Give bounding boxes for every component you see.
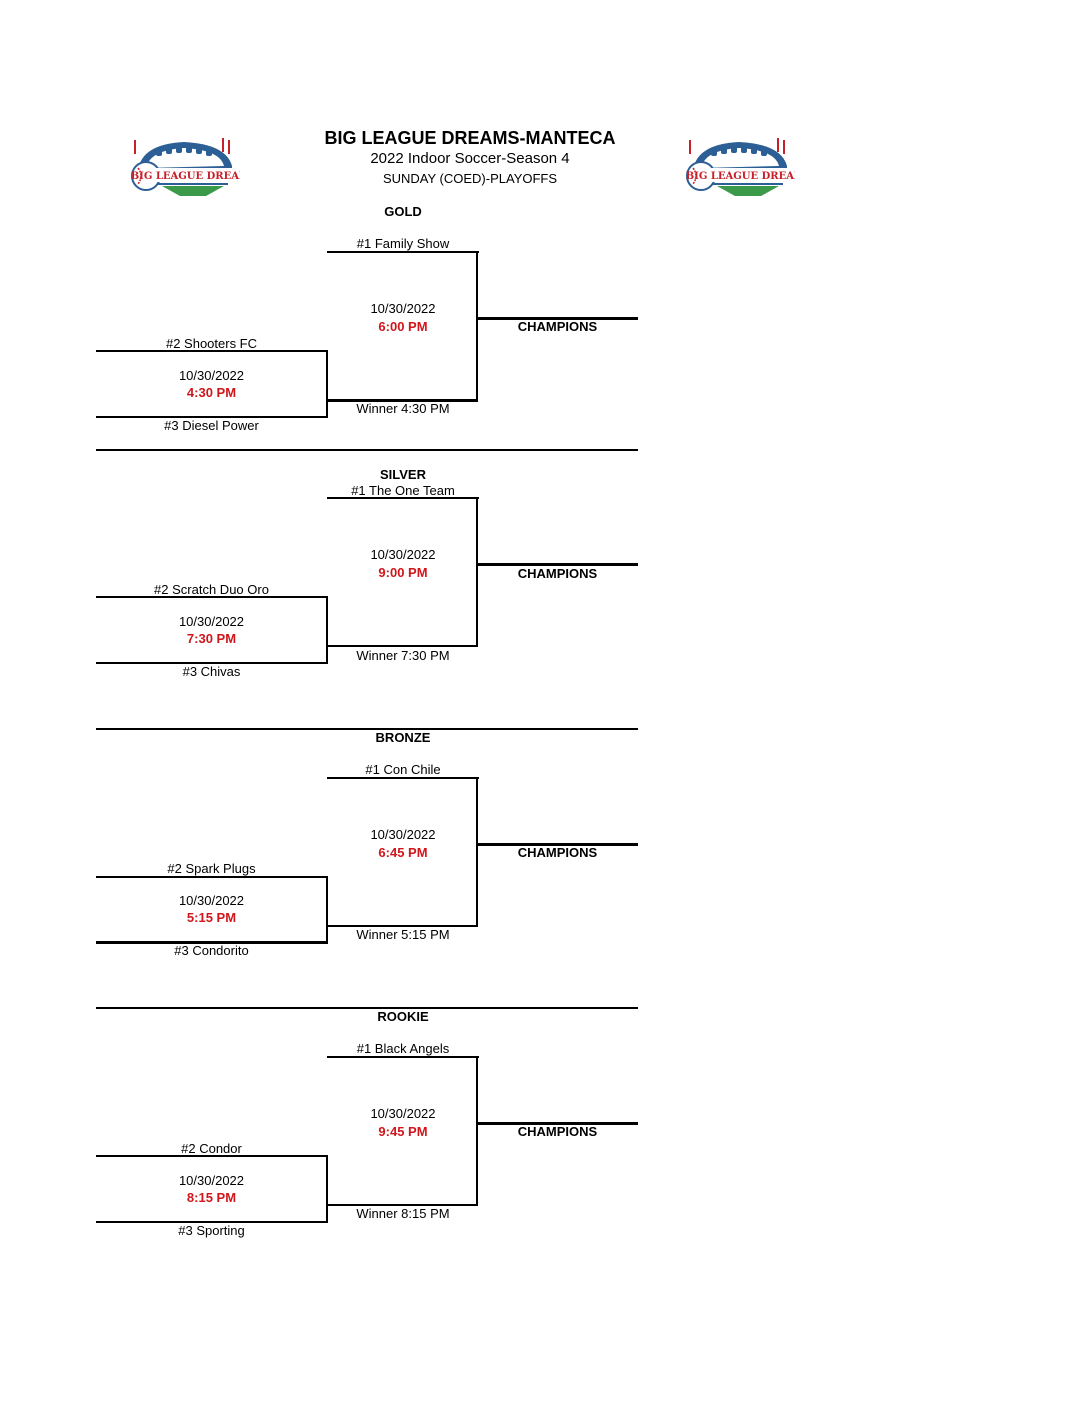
- bracket-line: [96, 1155, 328, 1157]
- bracket-line: [326, 596, 328, 663]
- bracket-line: [327, 497, 479, 499]
- seed1-team: #1 Black Angels: [356, 1041, 450, 1056]
- winner-line: [327, 399, 478, 402]
- bracket-line: [96, 941, 328, 944]
- bracket-line: [476, 497, 478, 647]
- big-league-dreams-logo-right: BIG LEAGUE DREAMS: [683, 134, 812, 200]
- semi-time: 7:30 PM: [186, 631, 237, 646]
- bracket-line: [96, 876, 328, 878]
- final-date: 10/30/2022: [370, 827, 436, 842]
- champion-line: [477, 563, 638, 566]
- seed2-team: #2 Condor: [181, 1141, 242, 1156]
- seed3-team: #3 Sporting: [178, 1223, 245, 1238]
- seed1-team: #1 Con Chile: [365, 762, 441, 777]
- page-title: BIG LEAGUE DREAMS-MANTECA: [324, 128, 616, 148]
- seed1-team: #1 The One Team: [351, 483, 455, 498]
- semi-date: 10/30/2022: [178, 368, 245, 383]
- final-time: 6:45 PM: [378, 845, 428, 860]
- final-date: 10/30/2022: [370, 301, 436, 316]
- champions-label: CHAMPIONS: [517, 319, 598, 334]
- bracket-line: [326, 1155, 328, 1222]
- semi-date: 10/30/2022: [178, 614, 245, 629]
- bracket-line: [96, 350, 328, 352]
- winner-line: [327, 645, 478, 647]
- winner-label: Winner 7:30 PM: [356, 648, 450, 663]
- seed3-team: #3 Diesel Power: [164, 418, 259, 433]
- seed2-team: #2 Spark Plugs: [167, 861, 256, 876]
- semi-time: 5:15 PM: [186, 910, 237, 925]
- bracket-rookie: ROOKIE #1 Black Angels CHAMPIONS 10/30/2…: [0, 1009, 1088, 1297]
- seed2-team: #2 Shooters FC: [165, 336, 258, 351]
- winner-label: Winner 5:15 PM: [356, 927, 450, 942]
- bracket-line: [96, 596, 328, 598]
- final-time: 6:00 PM: [378, 319, 428, 334]
- final-date: 10/30/2022: [370, 1106, 436, 1121]
- bracket-line: [476, 251, 478, 401]
- final-time: 9:00 PM: [378, 565, 428, 580]
- bracket-line: [327, 251, 479, 253]
- semi-date: 10/30/2022: [178, 893, 245, 908]
- bracket-silver: SILVER #1 The One Team CHAMPIONS 10/30/2…: [0, 467, 1088, 738]
- champion-line: [477, 317, 638, 320]
- separator-line: [96, 1007, 638, 1009]
- winner-label: Winner 4:30 PM: [356, 401, 450, 416]
- bracket-line: [96, 662, 328, 664]
- seed2-team: #2 Scratch Duo Oro: [154, 582, 269, 597]
- bracket-gold: GOLD #1 Family Show CHAMPIONS 10/30/2022…: [0, 204, 1088, 492]
- big-league-dreams-logo-left: BIG LEAGUE DREAMS: [128, 134, 257, 200]
- division-label: SUNDAY (COED)-PLAYOFFS: [382, 171, 558, 186]
- bracket-title: GOLD: [384, 204, 422, 219]
- champion-line: [477, 1122, 638, 1125]
- bracket-line: [96, 416, 328, 418]
- champions-label: CHAMPIONS: [517, 1124, 598, 1139]
- svg-text:BIG LEAGUE DREAMS: BIG LEAGUE DREAMS: [131, 171, 240, 182]
- final-time: 9:45 PM: [378, 1124, 428, 1139]
- champions-label: CHAMPIONS: [517, 566, 598, 581]
- bracket-line: [476, 1056, 478, 1206]
- bracket-line: [326, 350, 328, 417]
- bracket-line: [327, 777, 479, 779]
- winner-line: [327, 925, 478, 927]
- semi-date: 10/30/2022: [178, 1173, 245, 1188]
- bracket-title: BRONZE: [375, 730, 431, 745]
- seed3-team: #3 Condorito: [174, 943, 249, 958]
- champions-label: CHAMPIONS: [517, 845, 598, 860]
- seed3-team: #3 Chivas: [182, 664, 241, 679]
- bracket-line: [326, 876, 328, 943]
- bracket-title: SILVER: [380, 467, 426, 482]
- semi-time: 4:30 PM: [186, 385, 237, 400]
- bracket-title: ROOKIE: [377, 1009, 429, 1024]
- svg-text:BIG LEAGUE DREAMS: BIG LEAGUE DREAMS: [686, 171, 795, 182]
- separator-line: [96, 449, 638, 451]
- bracket-line: [96, 1221, 328, 1223]
- bracket-line: [327, 1056, 479, 1058]
- winner-line: [327, 1204, 478, 1206]
- separator-line: [96, 728, 638, 730]
- bracket-bronze: BRONZE #1 Con Chile CHAMPIONS 10/30/2022…: [0, 730, 1088, 1018]
- page-subtitle: 2022 Indoor Soccer-Season 4: [370, 150, 570, 167]
- semi-time: 8:15 PM: [186, 1190, 237, 1205]
- final-date: 10/30/2022: [370, 547, 436, 562]
- champion-line: [477, 843, 638, 846]
- seed1-team: #1 Family Show: [356, 236, 450, 251]
- winner-label: Winner 8:15 PM: [356, 1206, 450, 1221]
- bracket-line: [476, 777, 478, 927]
